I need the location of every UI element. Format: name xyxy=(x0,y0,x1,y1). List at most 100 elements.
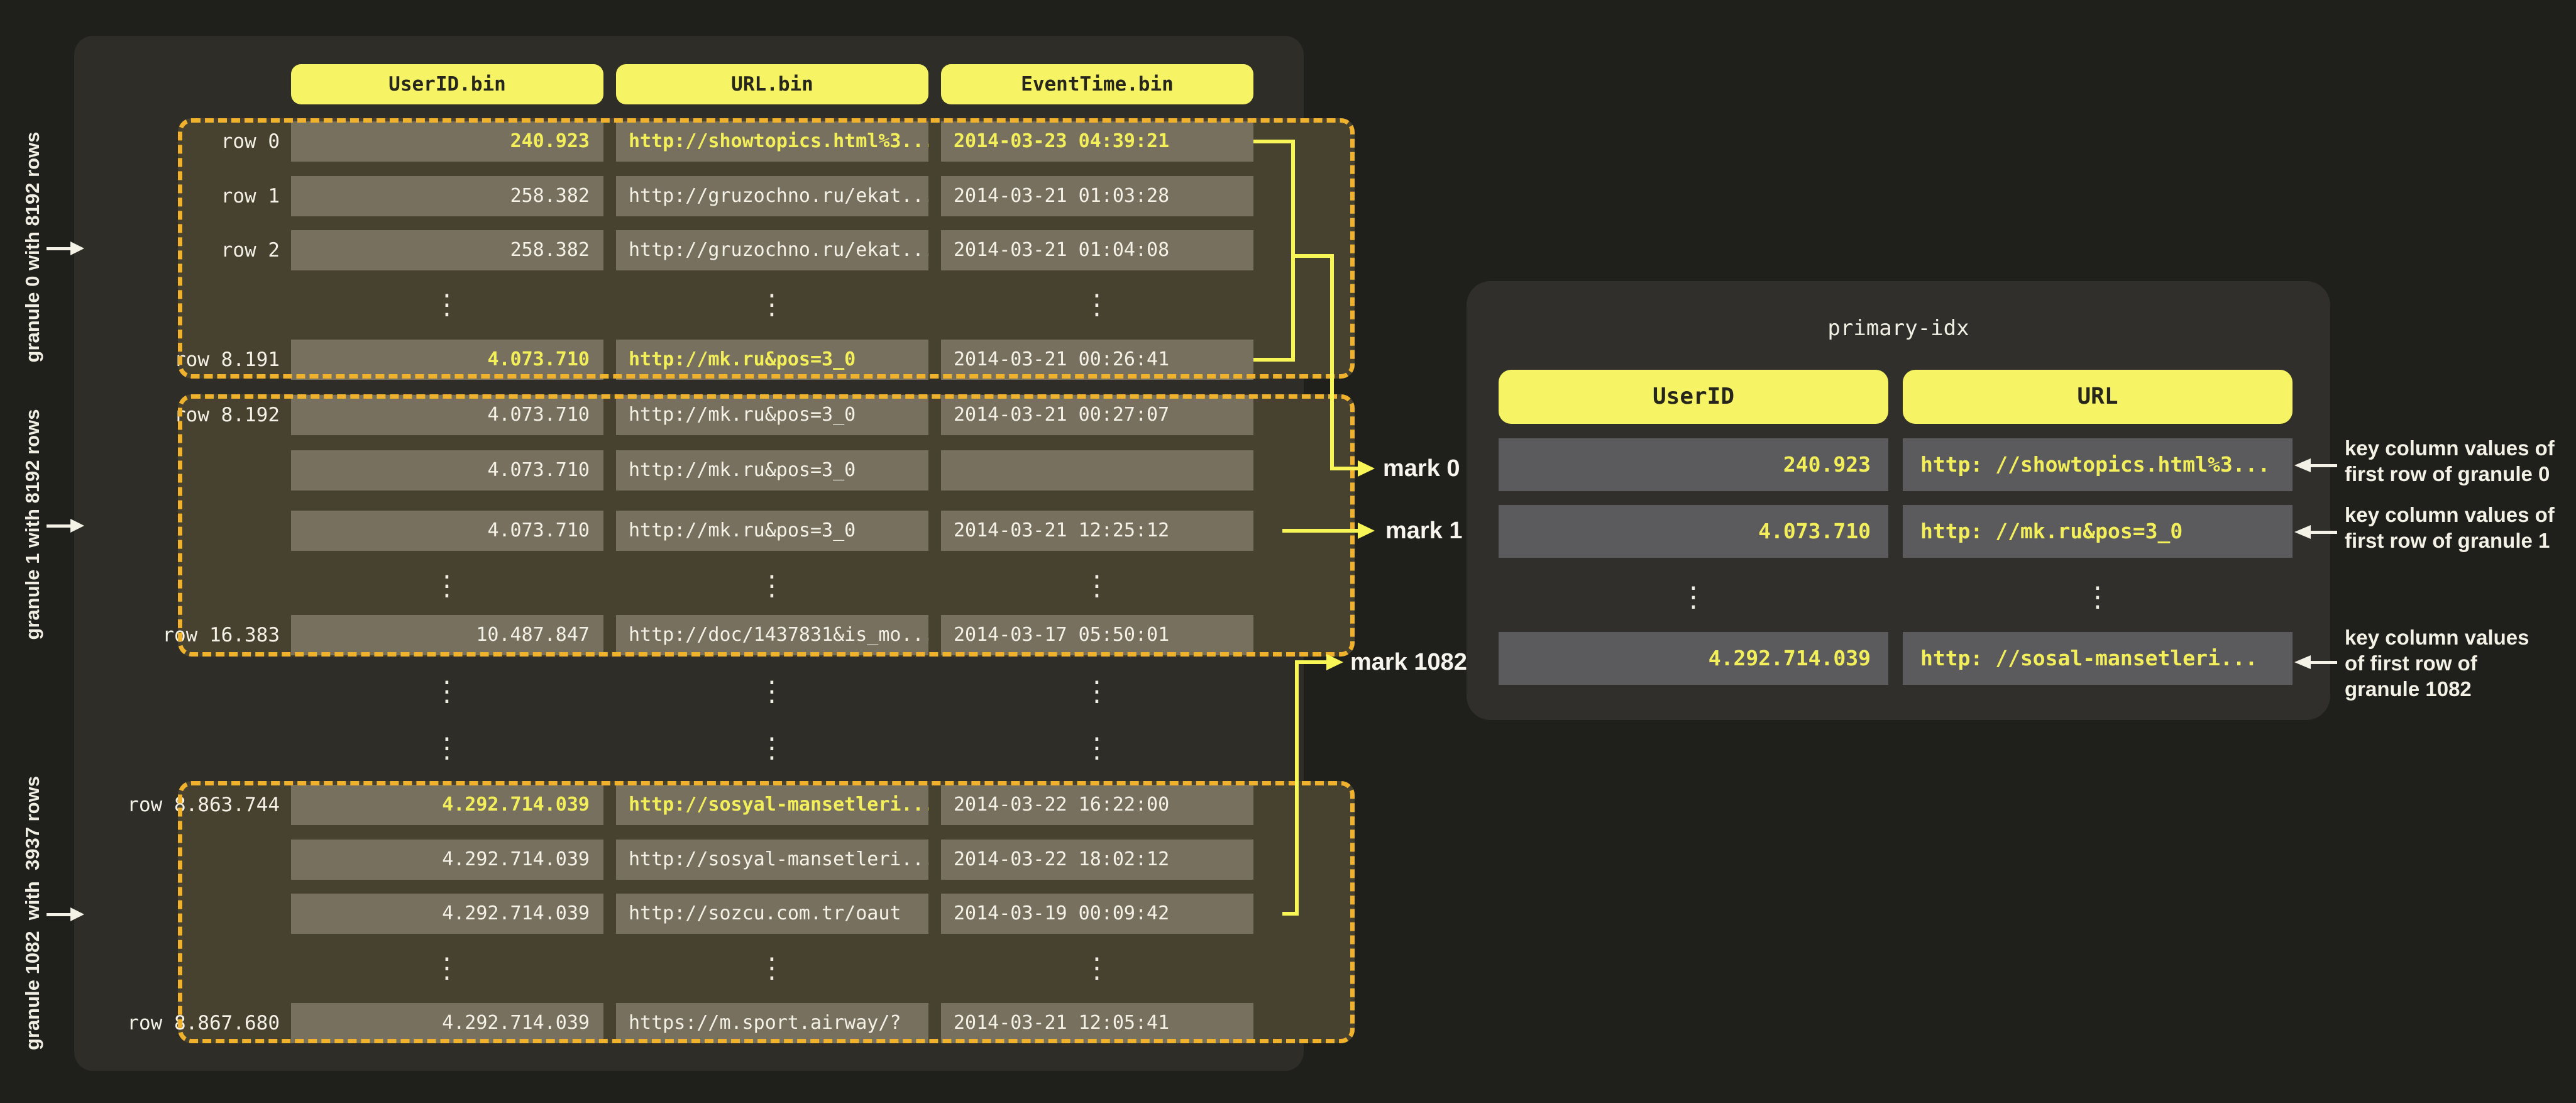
row-label: row 8.867.680 xyxy=(127,1012,280,1034)
ellipsis: ⋮ xyxy=(1083,675,1111,707)
ellipsis: ⋮ xyxy=(1083,289,1111,321)
cell-userid: 258.382 xyxy=(291,230,603,270)
cell-userid: 10.487.847 xyxy=(291,615,603,655)
mark0-arrow-line xyxy=(1330,467,1358,470)
cell-eventtime: 2014-03-23 04:39:21 xyxy=(941,121,1253,162)
ellipsis: ⋮ xyxy=(758,675,786,707)
annotation-line: key column values xyxy=(2345,626,2529,649)
cell-url: http://doc/1437831&is_mo... xyxy=(616,615,928,655)
annotation-granule-1082: key column values of first row of granul… xyxy=(2345,624,2576,702)
granule-1-arrow-line xyxy=(47,524,70,528)
ellipsis: ⋮ xyxy=(433,570,461,602)
annotation-line: first row of granule 1 xyxy=(2345,529,2550,552)
cell-url: http://sosyal-mansetleri... xyxy=(616,840,928,880)
annotation-1-arrow-line xyxy=(2311,531,2337,534)
annotation-line: key column values of xyxy=(2345,503,2555,526)
annotation-granule-0: key column values of first row of granul… xyxy=(2345,435,2576,487)
row-label: row 8.863.744 xyxy=(127,794,280,816)
cell-eventtime: 2014-03-21 01:03:28 xyxy=(941,176,1253,216)
annotation-line: of first row of xyxy=(2345,651,2477,675)
mark1082-label: mark 1082 xyxy=(1350,649,1467,675)
cell-eventtime: 2014-03-17 05:50:01 xyxy=(941,615,1253,655)
mark1-arrow-head xyxy=(1358,523,1375,539)
cell-userid: 4.292.714.039 xyxy=(291,1003,603,1043)
primary-index-title: primary-idx xyxy=(1827,316,1969,341)
ellipsis: ⋮ xyxy=(758,570,786,602)
cell-url: http://sosyal-mansetleri... xyxy=(616,785,928,825)
granule-1082-arrow-line xyxy=(47,913,70,916)
row-label: row 16.383 xyxy=(162,624,280,646)
ellipsis: ⋮ xyxy=(433,952,461,984)
annotation-line: first row of granule 0 xyxy=(2345,462,2550,485)
annotation-1082-arrow-line xyxy=(2311,661,2337,664)
ellipsis: ⋮ xyxy=(758,952,786,984)
cell-url: https://m.sport.airway/? xyxy=(616,1003,928,1043)
index-cell-userid: 4.073.710 xyxy=(1499,505,1888,558)
annotation-0-arrow-line xyxy=(2311,464,2337,467)
ellipsis: ⋮ xyxy=(433,732,461,764)
cell-userid: 4.073.710 xyxy=(291,395,603,435)
cell-url: http://mk.ru&pos=3_0 xyxy=(616,395,928,435)
granule-0-label: granule 0 with 8192 rows xyxy=(21,131,43,363)
cell-url: http://mk.ru&pos=3_0 xyxy=(616,450,928,491)
mark1082-vertical xyxy=(1295,660,1299,916)
granule-1-label: granule 1 with 8192 rows xyxy=(21,409,43,640)
index-cell-url: http: //sosal-mansetleri... xyxy=(1903,632,2293,685)
annotation-0-arrow-head xyxy=(2294,458,2311,472)
mark1-label: mark 1 xyxy=(1385,518,1463,544)
cell-url: http://gruzochno.ru/ekat... xyxy=(616,230,928,270)
row-label: row 2 xyxy=(221,239,280,262)
mark1082-arrow-head xyxy=(1326,654,1343,670)
ellipsis: ⋮ xyxy=(433,289,461,321)
header-eventtime-bin: EventTime.bin xyxy=(941,64,1253,104)
cell-userid: 258.382 xyxy=(291,176,603,216)
cell-userid: 4.292.714.039 xyxy=(291,840,603,880)
ellipsis: ⋮ xyxy=(433,675,461,707)
mark0-arrow-head xyxy=(1358,460,1375,477)
cell-userid: 4.292.714.039 xyxy=(291,785,603,825)
cell-eventtime: 2014-03-21 00:26:41 xyxy=(941,340,1253,380)
ellipsis: ⋮ xyxy=(1083,952,1111,984)
row-label: row 0 xyxy=(221,130,280,153)
cell-url: http://mk.ru&pos=3_0 xyxy=(616,511,928,551)
index-cell-userid: 240.923 xyxy=(1499,438,1888,491)
mark1082-arrow-line xyxy=(1295,660,1326,664)
cell-eventtime: 2014-03-22 16:22:00 xyxy=(941,785,1253,825)
row-label: row 8.192 xyxy=(174,404,280,426)
cell-eventtime: 2014-03-21 00:27:07 xyxy=(941,395,1253,435)
row-label: row 8.191 xyxy=(174,348,280,371)
cell-url: http://gruzochno.ru/ekat... xyxy=(616,176,928,216)
granule-1082-arrow-head xyxy=(70,907,84,921)
cell-userid: 4.292.714.039 xyxy=(291,894,603,934)
mark1082-stub xyxy=(1282,912,1299,916)
ellipsis: ⋮ xyxy=(1680,581,1707,613)
index-cell-url: http: //showtopics.html%3... xyxy=(1903,438,2293,491)
cell-eventtime: 2014-03-19 00:09:42 xyxy=(941,894,1253,934)
ellipsis: ⋮ xyxy=(1083,570,1111,602)
mark0-bracket-top-stub xyxy=(1253,140,1295,143)
header-url: URL xyxy=(1903,370,2293,424)
annotation-line: granule 1082 xyxy=(2345,677,2472,701)
granule-0-arrow-head xyxy=(70,241,84,255)
cell-url: http://sozcu.com.tr/oaut xyxy=(616,894,928,934)
cell-eventtime: 2014-03-21 01:04:08 xyxy=(941,230,1253,270)
ellipsis: ⋮ xyxy=(2084,581,2111,613)
cell-eventtime: 2014-03-22 18:02:12 xyxy=(941,840,1253,880)
cell-eventtime: 2014-03-21 12:25:12 xyxy=(941,511,1253,551)
mark0-bracket-bottom-stub xyxy=(1253,358,1295,362)
annotation-1-arrow-head xyxy=(2294,525,2311,539)
header-userid: UserID xyxy=(1499,370,1888,424)
mark0-branch-horizontal xyxy=(1291,254,1334,258)
granule-1082-label: granule 1082 with 3937 rows xyxy=(21,776,43,1050)
mark0-label: mark 0 xyxy=(1383,455,1460,482)
granule-1-arrow-head xyxy=(70,519,84,533)
index-cell-url: http: //mk.ru&pos=3_0 xyxy=(1903,505,2293,558)
cell-userid: 4.073.710 xyxy=(291,340,603,380)
ellipsis: ⋮ xyxy=(758,289,786,321)
cell-userid: 4.073.710 xyxy=(291,511,603,551)
cell-url: http://mk.ru&pos=3_0 xyxy=(616,340,928,380)
ellipsis: ⋮ xyxy=(1083,732,1111,764)
mark0-vertical xyxy=(1330,254,1334,470)
cell-url: http://showtopics.html%3... xyxy=(616,121,928,162)
